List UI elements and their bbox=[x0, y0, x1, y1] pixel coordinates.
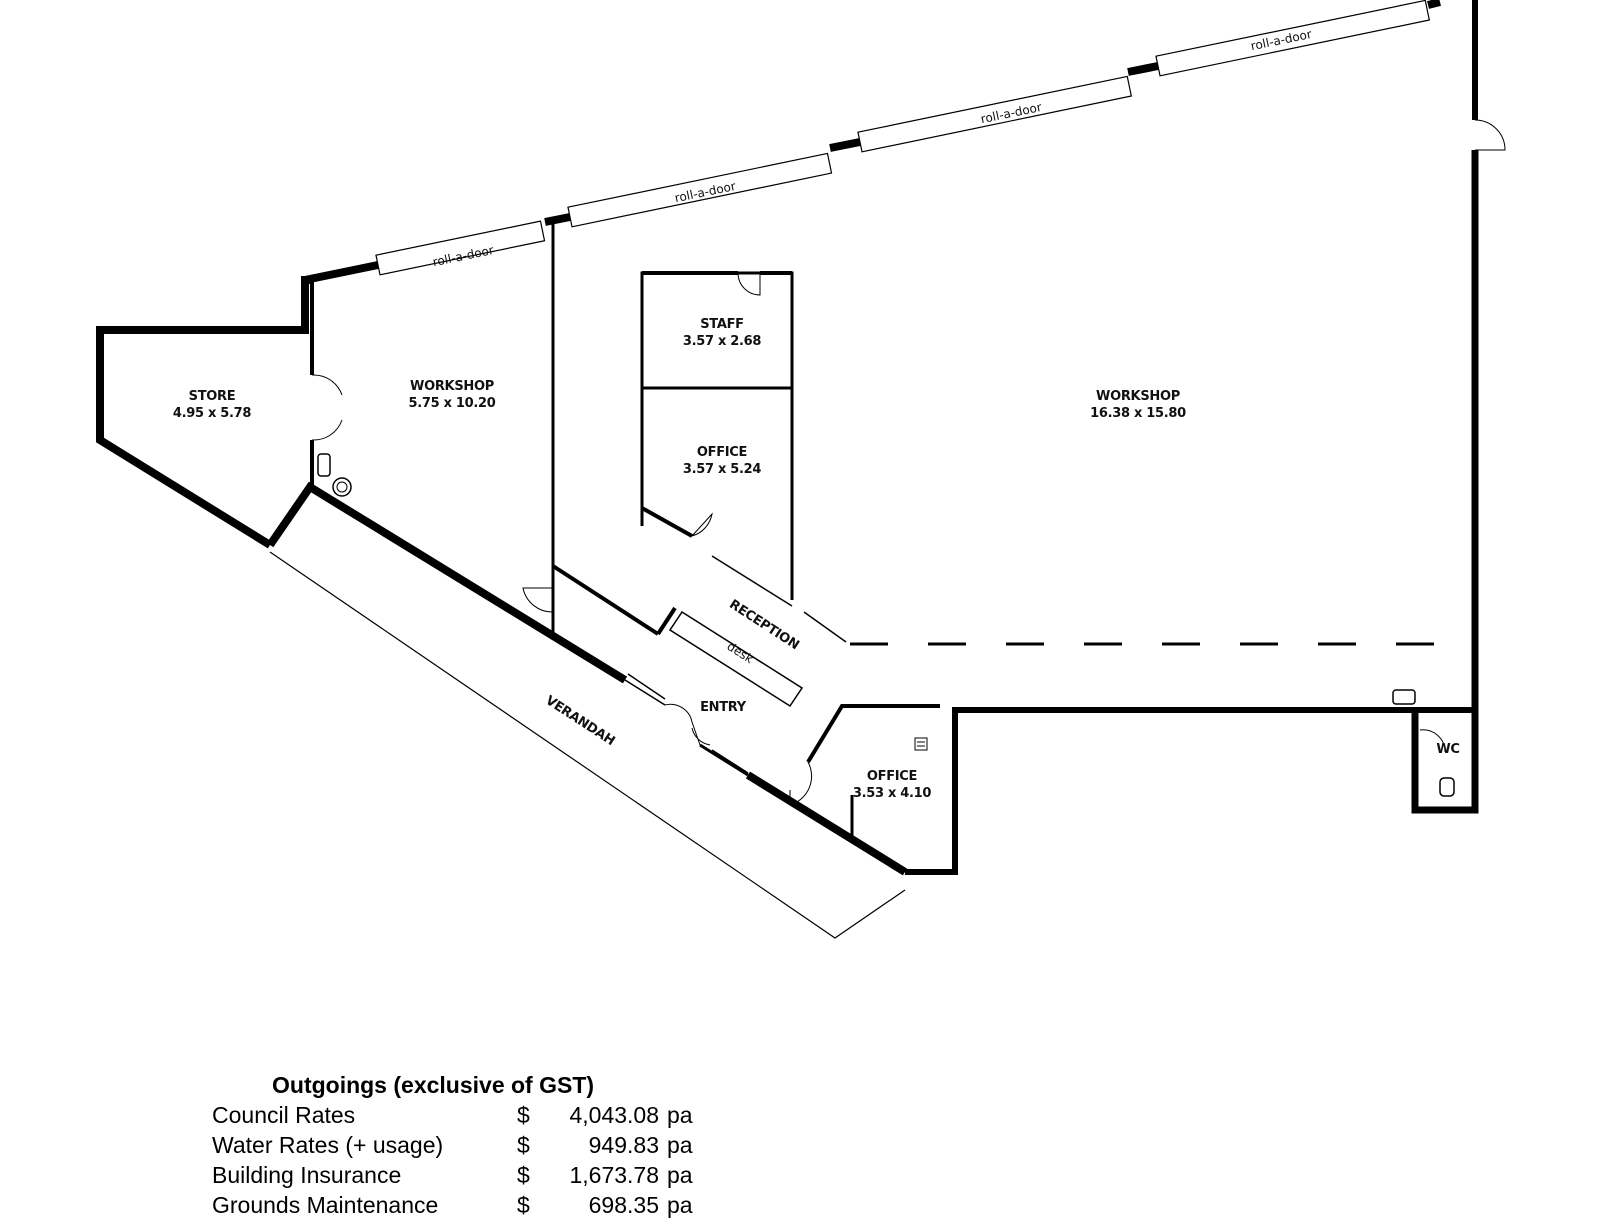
workshop-large-dims: 16.38 x 15.80 bbox=[1090, 406, 1186, 421]
staff-name: STAFF bbox=[700, 317, 744, 332]
office-mid-dims: 3.57 x 5.24 bbox=[683, 462, 762, 477]
outgoings-row: Building Insurance $ 1,673.78 pa bbox=[212, 1160, 732, 1190]
outgoings-amount: 698.35 bbox=[588, 1192, 659, 1218]
wall-top-seg2 bbox=[544, 213, 571, 226]
office-mid-name: OFFICE bbox=[697, 445, 747, 460]
outgoings-amount: 1,673.78 bbox=[569, 1162, 659, 1188]
outgoings-currency: $ bbox=[517, 1162, 530, 1188]
wall-right bbox=[1411, 150, 1479, 814]
basin-icon bbox=[317, 453, 331, 477]
outgoings-currency: $ bbox=[517, 1102, 530, 1128]
outgoings-currency: $ bbox=[517, 1132, 530, 1158]
wc-label: WC bbox=[1436, 742, 1459, 757]
verandah-label: VERANDAH bbox=[543, 693, 618, 749]
outgoings-title: Outgoings (exclusive of GST) bbox=[272, 1072, 595, 1098]
office-front-name: OFFICE bbox=[867, 769, 917, 784]
outgoings-currency: $ bbox=[517, 1192, 530, 1218]
desk-label: desk bbox=[725, 639, 756, 666]
roll-a-door-4 bbox=[1155, 0, 1431, 77]
roll-a-door-label-3: roll-a-door bbox=[979, 100, 1043, 126]
reception-desk bbox=[668, 610, 804, 708]
wall-front-entry bbox=[745, 771, 908, 876]
entry-label: ENTRY bbox=[700, 700, 747, 715]
store-dims: 4.95 x 5.78 bbox=[173, 406, 252, 421]
outgoings-row: Water Rates (+ usage) $ 949.83 pa bbox=[212, 1130, 732, 1160]
vent-icon bbox=[914, 737, 928, 751]
outgoings-amount: 4,043.08 bbox=[569, 1102, 659, 1128]
outgoings-label: Building Insurance bbox=[212, 1162, 402, 1188]
sink-icon bbox=[332, 477, 352, 497]
wall-top-seg3 bbox=[829, 138, 861, 152]
wall-top-seg4 bbox=[1127, 62, 1159, 76]
wall-front-lower bbox=[266, 481, 628, 684]
outgoings-period: pa bbox=[667, 1162, 693, 1188]
outgoings-amount: 949.83 bbox=[588, 1132, 659, 1158]
outgoings-row: Council Rates $ 4,043.08 pa bbox=[212, 1100, 732, 1130]
staff-dims: 3.57 x 2.68 bbox=[683, 334, 762, 349]
roll-a-door-3 bbox=[857, 75, 1133, 153]
wall-top-seg5 bbox=[1427, 0, 1441, 9]
roll-a-door-1 bbox=[375, 220, 546, 276]
roll-a-door-label-1: roll-a-door bbox=[431, 243, 495, 269]
verandah-outline bbox=[269, 551, 906, 939]
outgoings-table: Outgoings (exclusive of GST) Council Rat… bbox=[212, 1070, 732, 1220]
wall-office-front bbox=[905, 707, 1475, 875]
workshop-small-name: WORKSHOP bbox=[410, 379, 494, 394]
outgoings-period: pa bbox=[667, 1132, 693, 1158]
wc-basin-icon bbox=[1392, 689, 1416, 705]
outgoings-row: Grounds Maintenance $ 698.35 pa bbox=[212, 1190, 732, 1220]
outgoings-label: Water Rates (+ usage) bbox=[212, 1132, 444, 1158]
outgoings-label: Council Rates bbox=[212, 1102, 356, 1128]
wall-office-front-int bbox=[806, 704, 940, 764]
wall-top-seg1 bbox=[304, 261, 379, 284]
office-front-dims: 3.53 x 4.10 bbox=[853, 786, 932, 801]
outgoings-period: pa bbox=[667, 1192, 693, 1218]
toilet-icon bbox=[1439, 777, 1455, 797]
outgoings-label: Grounds Maintenance bbox=[212, 1192, 439, 1218]
workshop-large-name: WORKSHOP bbox=[1096, 389, 1180, 404]
roll-a-door-2 bbox=[567, 152, 833, 228]
outgoings-period: pa bbox=[667, 1102, 693, 1128]
store-name: STORE bbox=[189, 389, 236, 404]
workshop-small-dims: 5.75 x 10.20 bbox=[408, 396, 495, 411]
